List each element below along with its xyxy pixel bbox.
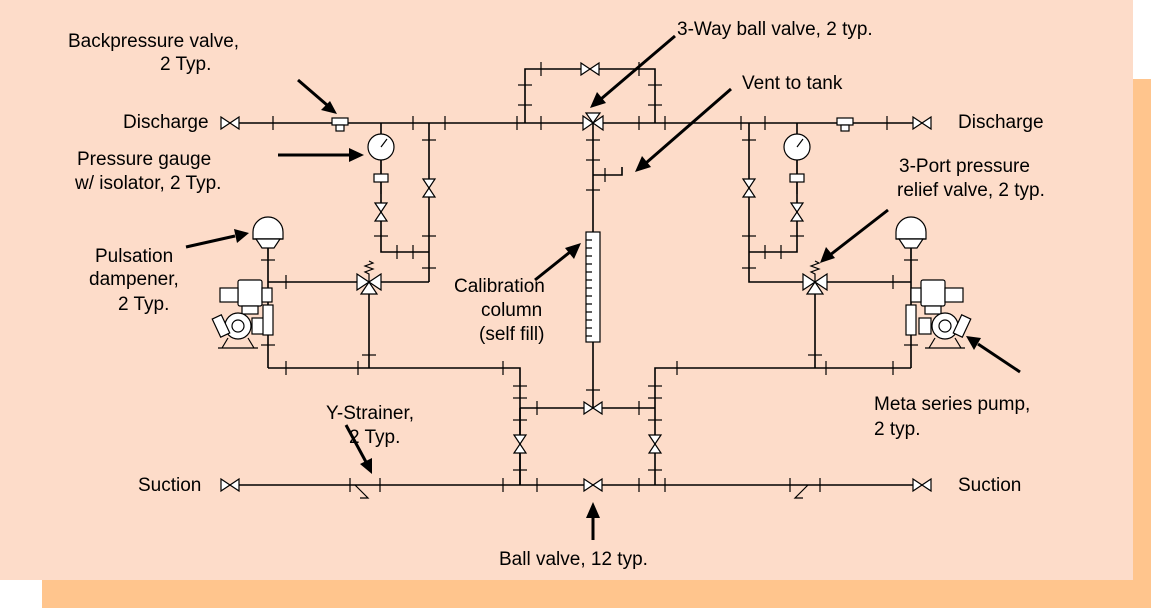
discharge-right-label: Discharge bbox=[958, 112, 1044, 133]
y-strainer-icon bbox=[793, 484, 809, 499]
pump-tube bbox=[905, 304, 917, 336]
dampener-label-line2: dampener, bbox=[89, 269, 179, 290]
y-strainer-icon bbox=[354, 484, 370, 499]
calibration-column-icon bbox=[585, 231, 601, 343]
labels: Backpressure valve, 2 Typ. 3-Way ball va… bbox=[68, 19, 1045, 570]
pump-label-line1: Meta series pump, bbox=[874, 394, 1030, 415]
calibration-label-line2: column bbox=[481, 300, 542, 321]
relief-label-line2: relief valve, 2 typ. bbox=[897, 180, 1045, 201]
fittings bbox=[211, 61, 972, 499]
three-way-valve-icon bbox=[582, 112, 604, 132]
calibration-label-line3: (self fill) bbox=[479, 324, 544, 345]
pump-tube bbox=[262, 304, 274, 336]
strainer-label-line2: 2 Typ. bbox=[349, 427, 400, 448]
discharge-left-label: Discharge bbox=[123, 112, 209, 133]
pump-label-line2: 2 typ. bbox=[874, 419, 920, 440]
ball-valve-label: Ball valve, 12 typ. bbox=[499, 549, 648, 570]
three-way-valve-label: 3-Way ball valve, 2 typ. bbox=[677, 19, 873, 40]
suction-right-label: Suction bbox=[958, 475, 1021, 496]
gauge-label-line1: Pressure gauge bbox=[77, 149, 211, 170]
vent-label: Vent to tank bbox=[742, 73, 843, 94]
callout-arrows bbox=[185, 34, 1021, 540]
backpressure-label-line1: Backpressure valve, bbox=[68, 31, 239, 52]
suction-left-label: Suction bbox=[138, 475, 201, 496]
backpressure-label-line2: 2 Typ. bbox=[160, 54, 211, 75]
calibration-label-line1: Calibration bbox=[454, 276, 545, 297]
strainer-label-line1: Y-Strainer, bbox=[326, 403, 414, 424]
dampener-label-line1: Pulsation bbox=[95, 246, 173, 267]
relief-label-line1: 3-Port pressure bbox=[899, 156, 1030, 177]
dampener-label-line3: 2 Typ. bbox=[118, 294, 169, 315]
gauge-label-line2: w/ isolator, 2 Typ. bbox=[74, 173, 221, 194]
